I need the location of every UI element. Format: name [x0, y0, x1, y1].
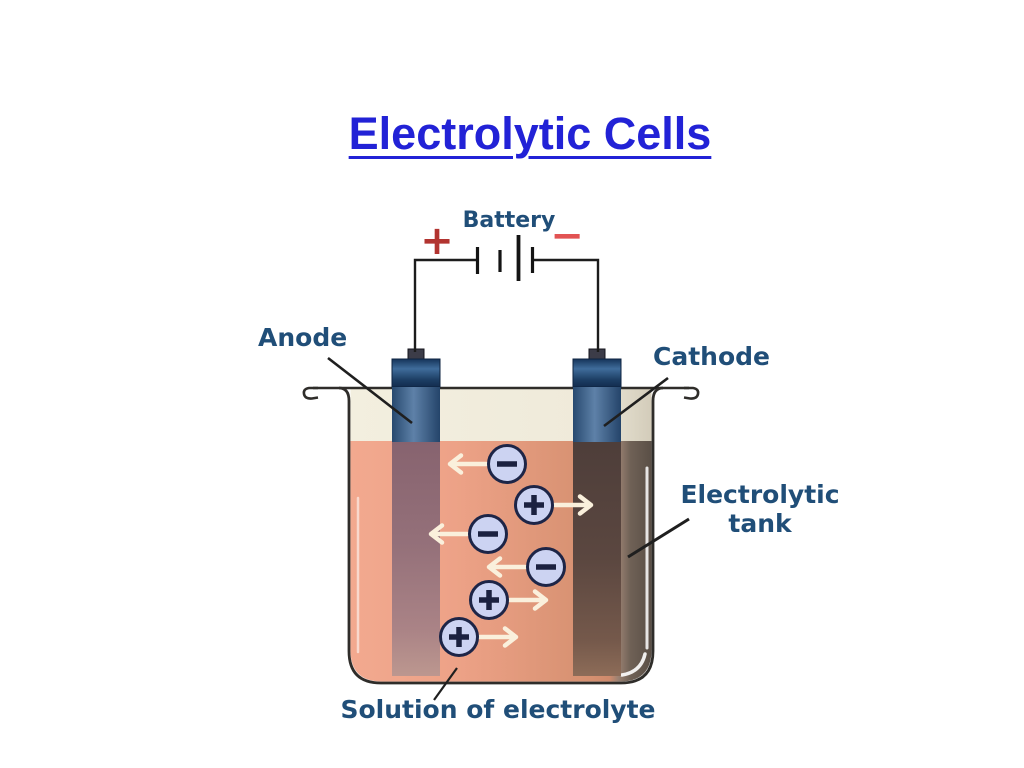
- negative-ion: [428, 514, 508, 554]
- glass-highlight-corner: [620, 652, 647, 677]
- ion-arrow-head: [502, 626, 519, 648]
- cathode-shaft: [573, 387, 621, 442]
- pour-spout-right: [683, 386, 700, 400]
- solution-label: Solution of electrolyte: [340, 695, 656, 724]
- ion-arrow-head: [428, 523, 445, 545]
- anode-electrode: [391, 348, 441, 676]
- cathode-submerged: [573, 442, 621, 676]
- ion-arrow-head: [447, 453, 464, 475]
- ions-layer: [428, 444, 594, 657]
- beaker-rim: [302, 386, 700, 400]
- positive-ion: [469, 580, 549, 620]
- cathode-pointer-line: [603, 376, 669, 428]
- leader-lines: [327, 356, 690, 701]
- anode-submerged: [392, 442, 440, 676]
- battery-symbol: [475, 235, 535, 281]
- pour-spout-left: [302, 386, 319, 400]
- positive-ion: [439, 617, 519, 657]
- battery-label: Battery: [462, 208, 556, 233]
- ion-arrow-head: [577, 494, 594, 516]
- tank-label: Electrolytic tank: [650, 480, 870, 538]
- beaker-outline: [338, 386, 664, 685]
- anode-pointer-line: [327, 356, 413, 425]
- ion-arrow-head: [532, 589, 549, 611]
- anode-cap: [391, 358, 441, 388]
- wire-cathode: [533, 258, 600, 352]
- battery-negative-sign: −: [550, 213, 584, 259]
- negative-ion: [447, 444, 527, 484]
- page-title: Electrolytic Cells: [348, 108, 712, 159]
- positive-ion: [514, 485, 594, 525]
- wire-anode: [413, 258, 477, 352]
- ion-arrow-head: [486, 556, 503, 578]
- battery-positive-sign: +: [420, 218, 454, 264]
- cathode-label: Cathode: [653, 342, 770, 371]
- solution-pointer-line: [433, 667, 458, 701]
- tank-label-line1: Electrolytic: [680, 480, 840, 509]
- tank-label-line2: tank: [728, 509, 792, 538]
- cathode-cap: [572, 358, 622, 388]
- anode-label: Anode: [258, 323, 348, 352]
- tank-pointer-line: [627, 517, 690, 559]
- circuit-wires: [413, 258, 600, 352]
- cathode-electrode: [572, 348, 622, 676]
- negative-ion: [486, 547, 566, 587]
